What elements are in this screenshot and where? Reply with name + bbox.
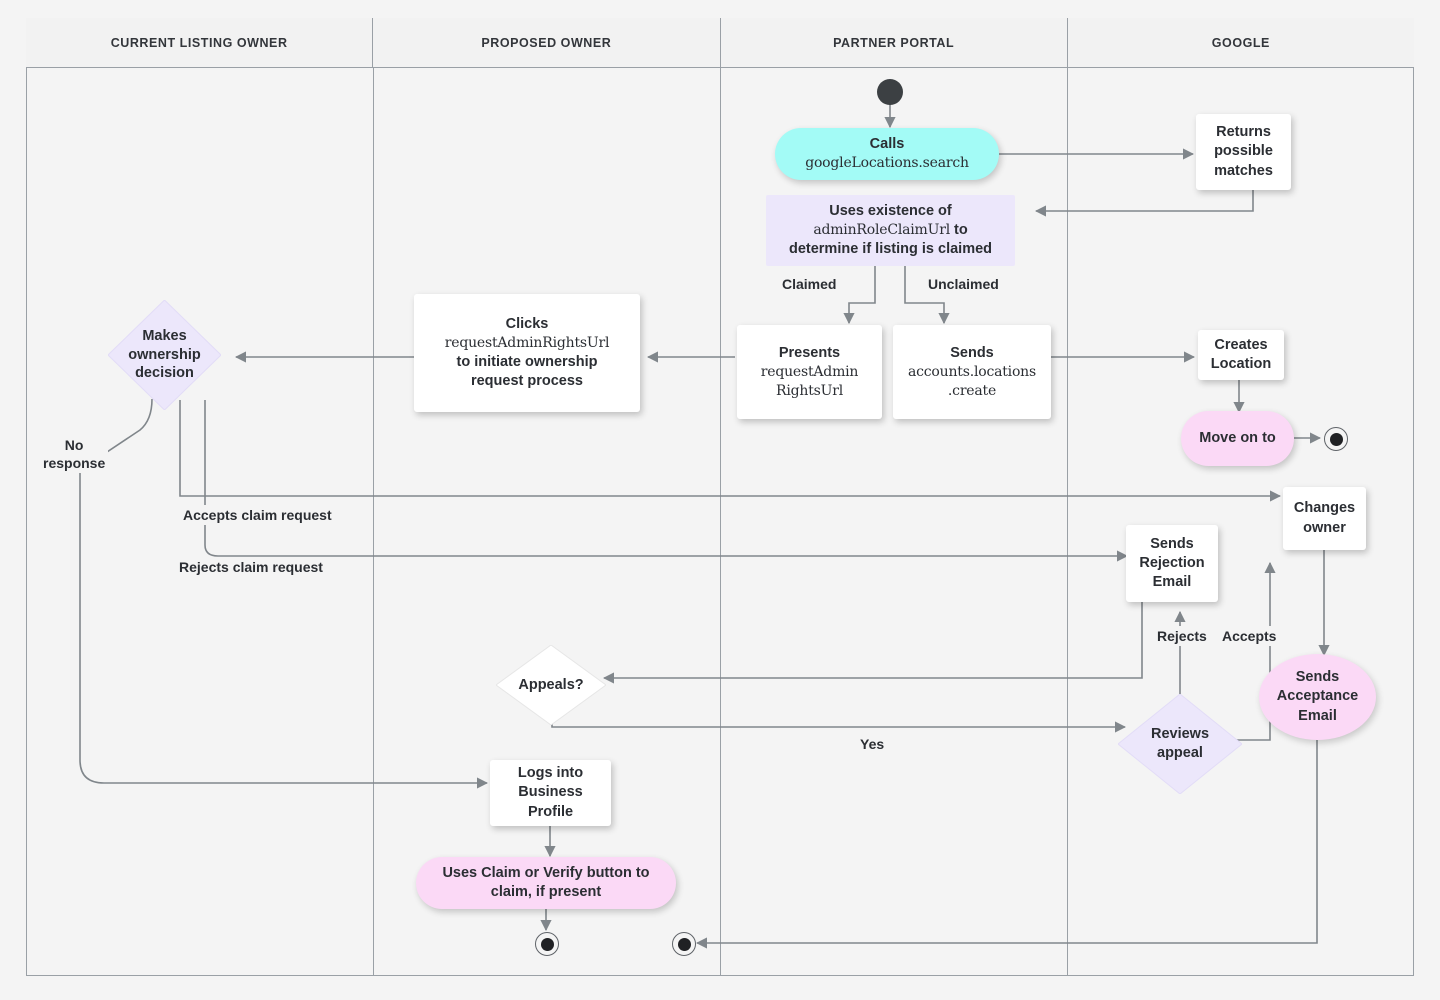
- diamond-shape-makes-ownership-decision: [108, 300, 221, 410]
- end-node-partner-portal: [672, 932, 696, 956]
- node-makes-ownership-decision[interactable]: Makes ownership decision: [108, 300, 221, 410]
- node-makes-ownership-decision-label: Makes ownership decision: [128, 327, 201, 382]
- node-calls-google-locations-search[interactable]: Calls googleLocations.search: [775, 128, 999, 180]
- uses-existence-line1: Uses existence of: [829, 202, 952, 219]
- edge-label-rejects: Rejects: [1154, 626, 1210, 647]
- edge-label-rejects-claim-request: Rejects claim request: [176, 557, 326, 578]
- node-logs-into-business-profile-label: Logs into Business Profile: [517, 765, 584, 820]
- lane-label-proposed-owner: PROPOSED OWNER: [481, 35, 612, 50]
- node-presents-request-admin-rights-url[interactable]: Presents requestAdmin RightsUrl: [737, 325, 882, 419]
- node-sends-acceptance-email-label: Sends Acceptance Email: [1276, 669, 1359, 724]
- lane-header-google: GOOGLE: [1066, 18, 1414, 67]
- node-sends-rejection-email-label: Sends Rejection Email: [1139, 535, 1205, 591]
- uses-existence-line3: determine if listing is claimed: [788, 241, 993, 258]
- sends-create-title: Sends: [950, 344, 994, 361]
- lane-divider-3: [1067, 68, 1068, 976]
- node-sends-acceptance-email[interactable]: Sends Acceptance Email: [1259, 654, 1376, 740]
- node-changes-owner[interactable]: Changes owner: [1283, 487, 1366, 550]
- edge-label-claimed: Claimed: [779, 274, 840, 295]
- edge-label-yes: Yes: [857, 734, 888, 755]
- uses-claim-verify-line1: Uses Claim or Verify button to: [442, 864, 650, 881]
- lane-divider-1: [373, 68, 374, 976]
- end-node-google: [1324, 427, 1348, 451]
- lane-label-google: GOOGLE: [1211, 35, 1270, 50]
- node-returns-possible-matches[interactable]: Returns possible matches: [1196, 114, 1291, 190]
- presents-title: Presents: [778, 344, 841, 361]
- lane-label-partner-portal: PARTNER PORTAL: [833, 35, 955, 50]
- node-uses-claim-or-verify-button[interactable]: Uses Claim or Verify button to claim, if…: [416, 857, 676, 909]
- node-sends-rejection-email[interactable]: Sends Rejection Email: [1126, 525, 1218, 602]
- node-clicks-request-admin-rights-url[interactable]: Clicks requestAdminRightsUrl to initiate…: [414, 294, 640, 412]
- clicks-tail-line2: request process: [470, 372, 583, 389]
- sends-create-code-line1: accounts.locations: [908, 364, 1036, 381]
- lane-label-current-listing-owner: CURRENT LISTING OWNER: [110, 35, 288, 50]
- diamond-shape-appeals: [496, 645, 606, 725]
- node-move-on-to[interactable]: Move on to: [1181, 411, 1294, 466]
- node-sends-accounts-locations-create[interactable]: Sends accounts.locations .create: [893, 325, 1051, 419]
- clicks-title: Clicks: [505, 316, 549, 333]
- node-returns-possible-matches-label: Returns possible matches: [1214, 124, 1273, 179]
- sends-create-code-line2: .create: [947, 382, 997, 399]
- uses-claim-verify-line2: claim, if present: [490, 884, 602, 900]
- presents-code-line1: requestAdmin: [760, 364, 859, 381]
- node-calls-code: googleLocations.search: [805, 155, 969, 172]
- clicks-code: requestAdminRightsUrl: [444, 335, 610, 352]
- edge-label-accepts-claim-request: Accepts claim request: [180, 505, 335, 526]
- edge-label-accepts: Accepts: [1219, 626, 1280, 647]
- lane-header-proposed-owner: PROPOSED OWNER: [372, 18, 719, 67]
- lane-header-current-listing-owner: CURRENT LISTING OWNER: [26, 18, 372, 67]
- uses-existence-to: to: [953, 221, 968, 238]
- edge-label-no-response: No response: [40, 435, 109, 474]
- node-creates-location[interactable]: Creates Location: [1198, 330, 1284, 380]
- node-logs-into-business-profile[interactable]: Logs into Business Profile: [490, 760, 611, 826]
- clicks-tail-line1: to initiate ownership: [456, 353, 598, 370]
- uses-existence-code: adminRoleClaimUrl: [813, 221, 950, 238]
- lane-header-partner-portal: PARTNER PORTAL: [719, 18, 1067, 67]
- node-changes-owner-label: Changes owner: [1293, 500, 1356, 536]
- node-move-on-to-label: Move on to: [1199, 429, 1276, 446]
- node-appeals-decision-label: Appeals?: [518, 676, 584, 693]
- node-creates-location-label: Creates Location: [1210, 336, 1272, 372]
- edge-label-unclaimed: Unclaimed: [925, 274, 1002, 295]
- end-node-proposed-owner: [535, 932, 559, 956]
- swimlane-header-row: CURRENT LISTING OWNER PROPOSED OWNER PAR…: [26, 18, 1414, 68]
- lane-divider-2: [720, 68, 721, 976]
- start-node-partner-portal: [877, 79, 903, 105]
- node-calls-title: Calls: [869, 136, 905, 153]
- node-reviews-appeal[interactable]: Reviews appeal: [1118, 694, 1242, 794]
- node-appeals-decision[interactable]: Appeals?: [496, 645, 606, 725]
- node-reviews-appeal-label: Reviews appeal: [1150, 726, 1210, 761]
- presents-code-line2: RightsUrl: [776, 382, 843, 399]
- diamond-shape-reviews-appeal: [1118, 694, 1242, 794]
